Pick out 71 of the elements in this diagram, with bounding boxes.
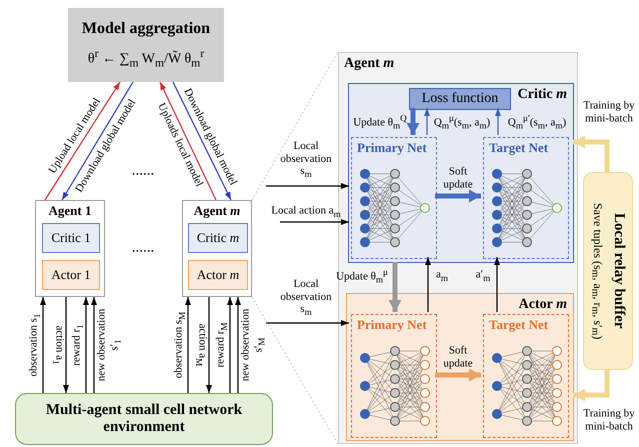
- agent-box: [182, 200, 252, 297]
- node-title: Local relay buffer: [610, 213, 628, 329]
- arrow: [573, 370, 610, 402]
- ellipsis-text: ......: [132, 239, 154, 257]
- critic-box: [42, 223, 100, 253]
- aggregation-box: [68, 8, 224, 82]
- node-title: Target Net: [489, 318, 548, 332]
- arrow: [44, 82, 120, 200]
- arrow: [91, 297, 97, 393]
- actor-box: [188, 260, 248, 290]
- node-title: Critic m: [196, 230, 240, 246]
- node-title: Primary Net: [357, 318, 427, 332]
- edge-label: Soft update: [442, 344, 474, 370]
- node-title: Target Net: [489, 141, 548, 156]
- node-title: Multi-agent small cell network environment: [44, 402, 244, 436]
- target-net-box: [483, 137, 569, 259]
- arrow: [494, 257, 500, 312]
- primary-net-box: [351, 314, 437, 438]
- arrow: [61, 82, 134, 200]
- actor-panel: [346, 293, 574, 441]
- actor-box: [42, 260, 100, 290]
- arrow: [573, 136, 610, 172]
- node-title: Critic m: [518, 87, 567, 102]
- target-net-box: [483, 314, 569, 438]
- node-title: Critic 1: [51, 230, 91, 246]
- arrow: [435, 190, 481, 202]
- arrow: [424, 108, 430, 135]
- agent-box: [35, 200, 105, 297]
- node-title: Primary Net: [357, 141, 427, 156]
- arrow: [83, 297, 89, 393]
- node-title: Agent m: [192, 204, 242, 218]
- edge-label: Training by mini-batch: [582, 99, 636, 125]
- arrow: [425, 257, 431, 312]
- primary-net-box: [351, 137, 437, 259]
- edge-label: a′$_{m}$: [476, 268, 490, 284]
- node-title: Actor m: [518, 297, 567, 312]
- edge-label: Local observation s$_{m}$: [279, 278, 333, 318]
- arrow: [235, 297, 241, 393]
- edge-label: Q$_{m}$$^{μ′}$(s$_{m}$, a$_{m}$): [508, 112, 566, 132]
- edge-label: Local observation s$_{m}$: [279, 140, 333, 180]
- edge-label: a$_{m}$: [436, 268, 448, 284]
- loss-function-box: [409, 88, 511, 110]
- arrow: [266, 320, 349, 326]
- node-title: Agent m: [344, 56, 394, 72]
- environment-box: [15, 393, 273, 445]
- node-title: Actor 1: [51, 268, 91, 282]
- arrow: [185, 297, 191, 393]
- arrow: [388, 262, 402, 312]
- arrow: [227, 297, 233, 393]
- edge-label: Local action a$_{m}$: [271, 204, 341, 220]
- arrow: [206, 297, 212, 393]
- arrow: [280, 219, 349, 225]
- node-title: Actor m: [196, 268, 240, 282]
- edge-label: Soft update: [442, 165, 474, 191]
- relay-buffer-box: [583, 172, 633, 370]
- arrow: [159, 82, 217, 200]
- arrow: [63, 297, 69, 393]
- node-title: Model aggregation: [82, 20, 210, 39]
- arrow: [495, 108, 501, 135]
- ellipsis-text: ......: [132, 162, 154, 180]
- node-title: Loss function: [422, 90, 498, 108]
- arrow: [266, 183, 349, 189]
- edge-label: Q$_{m}$$^{μ}$(s$_{m}$, a$_{m}$): [434, 112, 490, 132]
- node-title: Agent 1: [48, 204, 92, 218]
- arrow: [406, 108, 420, 135]
- arrow: [40, 297, 46, 393]
- arrow: [435, 368, 481, 382]
- critic-box: [188, 223, 248, 253]
- critic-panel: [348, 83, 574, 263]
- edge-label: Training by mini-batch: [582, 407, 636, 433]
- arrow: [172, 82, 232, 200]
